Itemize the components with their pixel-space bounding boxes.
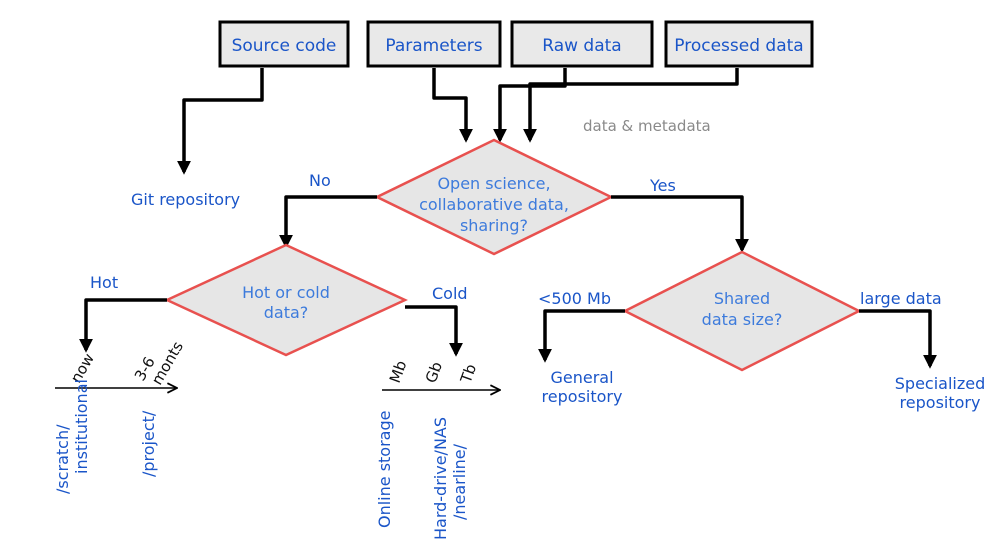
shared-size-line-1: Shared (714, 289, 770, 308)
open-science-line-2: collaborative data, (419, 195, 569, 214)
hard-drive-nas-label: Hard-drive/NAS (431, 417, 450, 540)
large-data-label: large data (860, 289, 942, 308)
hot-label: Hot (90, 273, 118, 292)
no-label: No (309, 171, 331, 190)
arrow-processed-to-decision (523, 68, 739, 143)
cold-label: Cold (432, 284, 468, 303)
project-label: /project/ (139, 410, 158, 477)
parameters-label: Parameters (385, 36, 482, 56)
open-science-line-1: Open science, (437, 174, 550, 193)
processed-data-box: Processed data (664, 20, 814, 68)
arrow-hot-branch (79, 298, 167, 353)
scratch-label: /scratch/ (53, 424, 72, 494)
arrow-raw-to-decision (493, 68, 567, 143)
general-repository-line-2: repository (542, 387, 623, 406)
hot-cold-line-2: data? (264, 303, 309, 322)
arrow-yes-branch (611, 195, 749, 253)
online-storage-label: Online storage (375, 411, 394, 528)
arrow-large-branch (859, 309, 937, 369)
processed-data-label: Processed data (674, 36, 803, 56)
specialized-repository-line-1: Specialized (895, 374, 986, 393)
arrow-source-to-git (177, 68, 264, 175)
parameters-box: Parameters (366, 20, 502, 68)
axis-tick-gb: Gb (422, 359, 446, 385)
lt500-label: <500 Mb (538, 289, 611, 308)
source-code-box: Source code (218, 20, 350, 68)
arrow-cold-branch (405, 305, 463, 357)
arrow-small-branch (538, 309, 625, 363)
arrow-parameters-to-decision (432, 68, 473, 143)
arrow-no-branch (279, 195, 377, 249)
hot-cold-line-1: Hot or cold (242, 283, 330, 302)
institutional-label: institutional (72, 379, 91, 474)
source-code-label: Source code (232, 36, 337, 56)
nearline-label: /nearline/ (450, 443, 469, 520)
open-science-line-3: sharing? (460, 216, 528, 235)
data-metadata-note: data & metadata (583, 117, 711, 135)
raw-data-label: Raw data (542, 36, 621, 56)
axis-tick-tb: Tb (457, 362, 481, 387)
specialized-repository-line-2: repository (900, 393, 981, 412)
hot-cold-decision: Hot or cold data? (164, 243, 408, 357)
shared-size-decision: Shared data size? (622, 250, 862, 372)
shared-size-line-2: data size? (702, 310, 783, 329)
axis-tick-mb: Mb (386, 358, 411, 385)
yes-label: Yes (649, 176, 676, 195)
raw-data-box: Raw data (510, 20, 654, 68)
open-science-decision: Open science, collaborative data, sharin… (374, 138, 614, 256)
general-repository-line-1: General (550, 368, 613, 387)
git-repository-label: Git repository (131, 190, 240, 209)
